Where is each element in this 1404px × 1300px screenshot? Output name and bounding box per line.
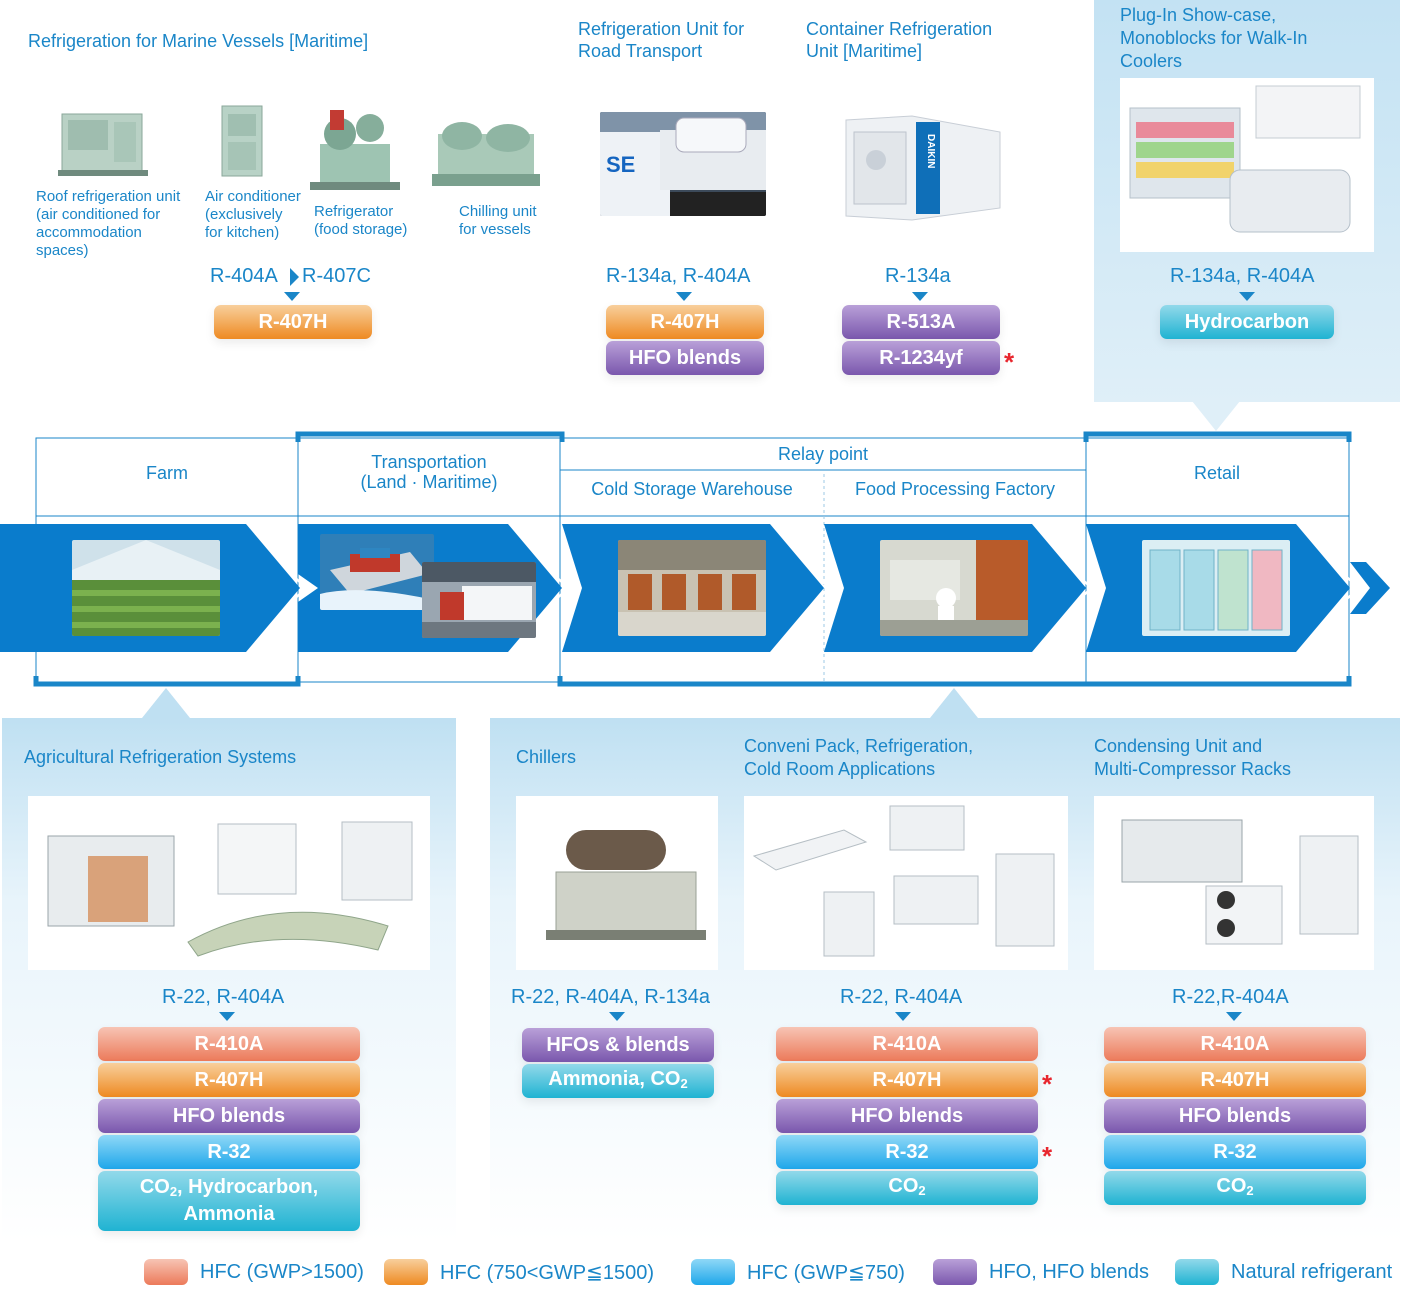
marine-item-chiller: Chilling unit for vessels (459, 203, 537, 238)
food-factory-photo (880, 540, 1028, 636)
condensing-alt-r410a: R-410A (1104, 1027, 1366, 1061)
down-arrow-icon (912, 292, 928, 301)
stage-relay-point: Relay point (777, 444, 869, 464)
conveni-alt-r410a: R-410A (776, 1027, 1038, 1061)
container-alt-r513a: R-513A (842, 305, 1000, 339)
marine-title: Refrigeration for Marine Vessels [Mariti… (28, 31, 369, 51)
agri-alt-r32: R-32 (98, 1135, 360, 1169)
chilling-unit-image (432, 122, 540, 186)
road-title: Refrigeration Unit for Road Transport (578, 19, 745, 61)
down-arrow-icon (284, 292, 300, 301)
legend-label: HFO, HFO blends (989, 1260, 1150, 1283)
marine-item-refrigerator: Refrigerator (food storage) (314, 203, 408, 238)
down-arrow-icon (1239, 292, 1255, 301)
condensing-unit-image (1094, 796, 1374, 970)
road-transport-image: SE (600, 112, 766, 216)
legend-label: HFC (GWP>1500) (200, 1260, 364, 1283)
conveni-alt-hfo-blends: HFO blends (776, 1099, 1038, 1133)
condensing-alt-r407h: R-407H (1104, 1063, 1366, 1097)
legend-hfc-low: HFC (GWP≦750) (691, 1259, 905, 1285)
agri-title: Agricultural Refrigeration Systems (24, 747, 297, 767)
legend-natural: Natural refrigerant (1175, 1259, 1392, 1285)
relay-pointer (930, 688, 978, 718)
kitchen-ac-image (221, 105, 263, 177)
container-alt-r1234yf: R-1234yf (842, 341, 1000, 375)
condensing-alt-co2: CO2 (1104, 1171, 1366, 1205)
chillers-current: R-22, R-404A, R-134a (511, 986, 710, 1008)
down-arrow-icon (895, 1012, 911, 1021)
retail-photo (1142, 540, 1290, 636)
container-unit-image: DAIKIN (845, 115, 1001, 221)
truck-photo (422, 562, 536, 638)
down-arrow-icon (676, 292, 692, 301)
condensing-current: R-22,R-404A (1172, 986, 1289, 1008)
conveni-star-r407h: * (1042, 1069, 1053, 1099)
chillers-title: Chillers (516, 747, 577, 767)
stage-retail: Retail (1193, 463, 1241, 483)
refrigerator-food-image (310, 110, 400, 190)
legend-label: HFC (750<GWP≦1500) (440, 1261, 655, 1284)
down-arrow-icon (219, 1012, 235, 1021)
legend-swatch (933, 1259, 977, 1285)
stage-transport: Transportation (Land · Maritime) (360, 452, 498, 492)
plugin-pointer (1192, 401, 1240, 431)
stage-farm: Farm (146, 463, 188, 483)
conveni-alt-r32: R-32 (776, 1135, 1038, 1169)
legend-hfc-high: HFC (GWP>1500) (144, 1259, 364, 1285)
legend-swatch (691, 1259, 735, 1285)
agri-alt-r410a: R-410A (98, 1027, 360, 1061)
road-alt-r407h: R-407H (606, 305, 764, 339)
conveni-title: Conveni Pack, Refrigeration, Cold Room A… (744, 736, 974, 779)
marine-current-a: R-404A (210, 265, 278, 287)
stage-food-factory: Food Processing Factory (854, 479, 1056, 499)
marine-current-b: R-407C (302, 265, 371, 287)
condensing-alt-r32: R-32 (1104, 1135, 1366, 1169)
condensing-title: Condensing Unit and Multi-Compressor Rac… (1094, 736, 1292, 779)
legend-swatch (384, 1259, 428, 1285)
container-title: Container Refrigeration Unit [Maritime] (806, 19, 993, 61)
marine-item-ac: Air conditioner (exclusively for kitchen… (205, 188, 301, 241)
legend-swatch (1175, 1259, 1219, 1285)
plugin-alt-hydrocarbon: Hydrocarbon (1160, 305, 1334, 339)
legend-label: Natural refrigerant (1231, 1260, 1393, 1283)
chillers-alt-hfos: HFOs & blends (522, 1028, 714, 1062)
container-current: R-134a (885, 265, 951, 287)
legend-hfo: HFO, HFO blends (933, 1259, 1149, 1285)
ship-photo (320, 534, 434, 610)
agri-alt-natural: CO2, Hydrocarbon, Ammonia (98, 1171, 360, 1231)
conveni-pack-image (744, 796, 1068, 970)
chiller-image (516, 796, 718, 970)
chillers-alt-natural: Ammonia, CO2 (522, 1064, 714, 1098)
marine-alt-r407h: R-407H (214, 305, 372, 339)
road-alt-hfo-blends: HFO blends (606, 341, 764, 375)
svg-text:DAIKIN: DAIKIN (925, 134, 936, 168)
stage-cold-storage: Cold Storage Warehouse (591, 479, 793, 499)
down-arrow-icon (1226, 1012, 1242, 1021)
container-star: * (1004, 347, 1015, 377)
farm-photo (72, 540, 220, 636)
conveni-star-r32: * (1042, 1141, 1053, 1171)
legend-swatch (144, 1259, 188, 1285)
conveni-alt-co2: CO2 (776, 1171, 1038, 1205)
roof-unit-image (58, 113, 148, 176)
conveni-alt-r407h: R-407H (776, 1063, 1038, 1097)
condensing-alt-hfo-blends: HFO blends (1104, 1099, 1366, 1133)
marine-item-roof: Roof refrigeration unit (air conditioned… (36, 188, 181, 259)
legend-hfc-mid: HFC (750<GWP≦1500) (384, 1259, 654, 1285)
svg-text:SE: SE (606, 152, 635, 177)
cold-storage-photo (618, 540, 766, 636)
plugin-title: Plug-In Show-case, Monoblocks for Walk-I… (1120, 5, 1308, 71)
conveni-current: R-22, R-404A (840, 986, 963, 1008)
plugin-current: R-134a, R-404A (1170, 265, 1315, 287)
agri-alt-r407h: R-407H (98, 1063, 360, 1097)
legend-label: HFC (GWP≦750) (747, 1261, 905, 1284)
down-arrow-icon (609, 1012, 625, 1021)
plugin-showcase-image (1120, 78, 1374, 252)
agri-pointer (142, 688, 190, 718)
arrow-right-icon (290, 268, 299, 286)
road-current: R-134a, R-404A (606, 265, 751, 287)
agri-current: R-22, R-404A (162, 986, 285, 1008)
agri-equipment-image (28, 796, 430, 970)
agri-alt-hfo-blends: HFO blends (98, 1099, 360, 1133)
